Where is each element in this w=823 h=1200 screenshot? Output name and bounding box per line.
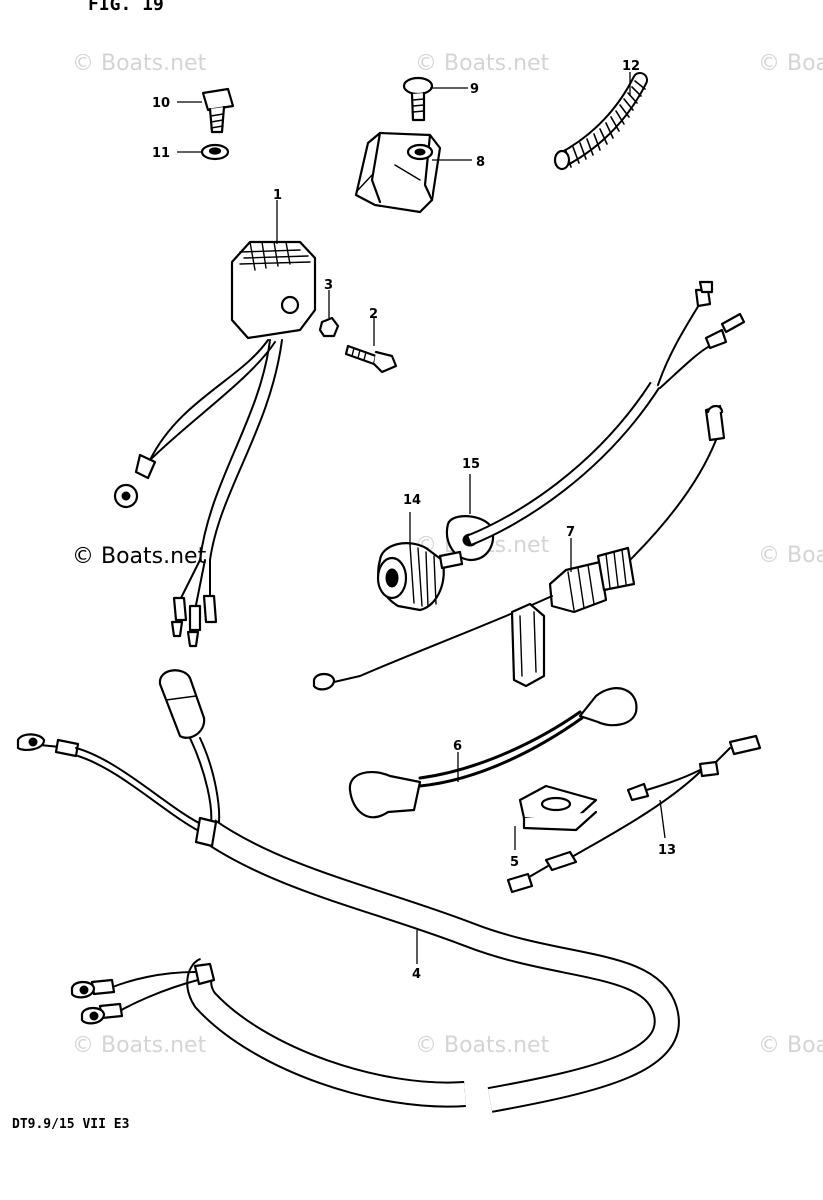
leader-lines: [177, 72, 666, 964]
part-12-spiral-tube: [553, 72, 648, 171]
watermark: © Boats.net: [758, 1033, 823, 1058]
callout-12: 12: [622, 59, 640, 74]
cable-to-switch: [467, 280, 746, 546]
watermark: © Boats.net: [72, 51, 207, 76]
callout-3: 3: [324, 278, 333, 293]
part-14-knob: [376, 542, 464, 612]
callout-15: 15: [462, 457, 480, 472]
part-5-grommet: [518, 784, 598, 832]
callout-9: 9: [470, 82, 479, 97]
part-4-main-harness: [16, 733, 680, 1113]
model-code: DT9.9/15 VII E3: [12, 1117, 129, 1132]
part-11-washer: [200, 143, 230, 161]
harness-boot: [158, 669, 221, 831]
callout-13: 13: [658, 843, 676, 858]
part-7-switch: [312, 404, 726, 691]
watermark-dark: © Boats.net: [72, 544, 207, 569]
rectifier-wires: [113, 339, 283, 648]
part-8-clamp: [354, 131, 442, 214]
watermark: © Boats.net: [758, 51, 823, 76]
part-1-rectifier: [230, 240, 317, 340]
part-6-boot-wire: [348, 687, 638, 819]
watermark: © Boats.net: [415, 1033, 550, 1058]
part-10-bolt: [201, 87, 235, 134]
callout-2: 2: [369, 307, 378, 322]
callout-4: 4: [412, 967, 421, 982]
part-13-lead-wire: [506, 734, 762, 894]
callout-14: 14: [403, 493, 421, 508]
callout-7: 7: [566, 525, 575, 540]
part-2-screw: [344, 344, 398, 374]
part-9-screw: [402, 76, 434, 122]
figure-label: FIG. 19: [88, 0, 164, 15]
part-3-nut: [318, 316, 340, 338]
watermark: © Boats.net: [758, 543, 823, 568]
callout-1: 1: [273, 188, 282, 203]
switch-clip: [510, 602, 546, 688]
callout-8: 8: [476, 155, 485, 170]
callout-6: 6: [453, 739, 462, 754]
callout-5: 5: [510, 855, 519, 870]
watermark: © Boats.net: [415, 51, 550, 76]
watermark: © Boats.net: [72, 1033, 207, 1058]
callout-10: 10: [152, 96, 170, 111]
callout-labels: 1 2 3 4 5 6 7 8 9 10 11 12 13 14 15: [152, 59, 676, 982]
callout-11: 11: [152, 146, 170, 161]
